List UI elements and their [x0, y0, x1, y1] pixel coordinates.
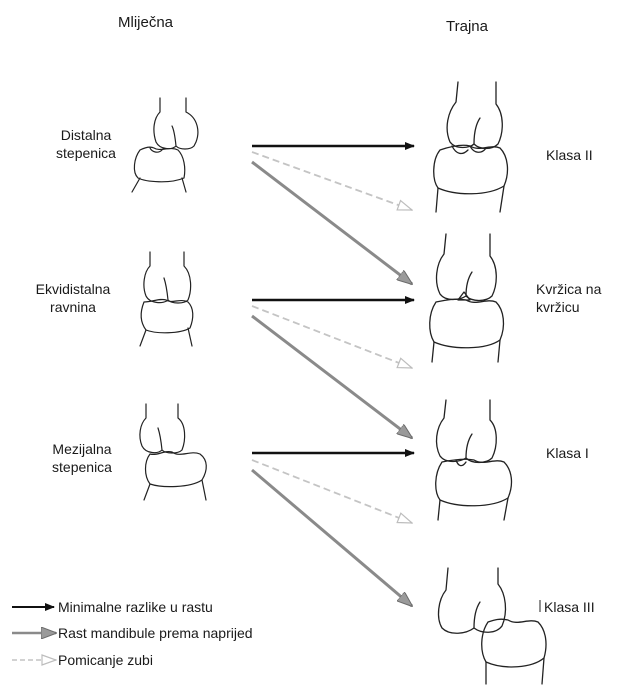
- lower-primary-molar: [134, 147, 184, 182]
- permanent-molar-pair-class-iii: [439, 568, 546, 684]
- arrow-tooth-movement-flush: [252, 306, 412, 368]
- lower-permanent-molar: [482, 619, 546, 667]
- upper-primary-molar: [140, 404, 185, 453]
- lower-primary-molar: [146, 452, 207, 487]
- permanent-molar-pair-class-i: [436, 400, 512, 520]
- lower-primary-molar: [141, 299, 193, 332]
- primary-molar-pair-mesial: [140, 404, 206, 500]
- upper-permanent-molar: [439, 568, 506, 633]
- primary-molar-pair-distal: [132, 98, 198, 192]
- lower-permanent-molar: [430, 299, 504, 348]
- arrow-mandibular-growth-flush: [252, 316, 412, 438]
- lower-permanent-molar: [436, 459, 512, 506]
- permanent-molar-pair-class-ii: [434, 82, 508, 212]
- arrow-mandibular-growth-mesial: [252, 470, 412, 606]
- lower-permanent-molar: [434, 145, 508, 194]
- arrow-mandibular-growth-distal: [252, 162, 412, 284]
- permanent-molar-pair-cusp-to-cusp: [430, 234, 504, 362]
- primary-molar-pair-flush: [140, 252, 193, 346]
